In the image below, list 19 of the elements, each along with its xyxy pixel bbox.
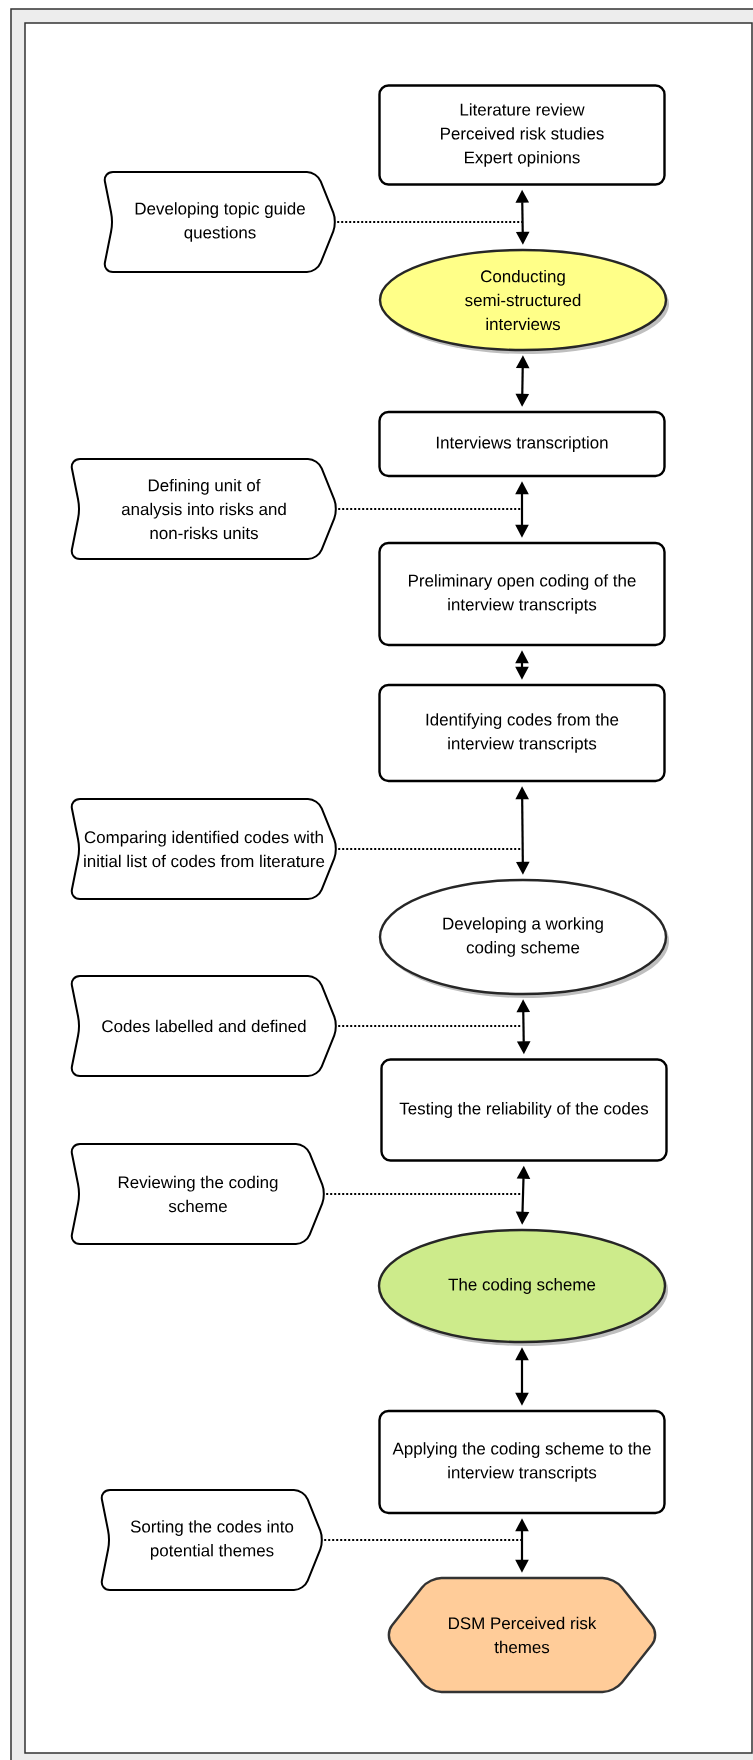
- note-tag: Reviewing the coding scheme: [70, 1143, 325, 1245]
- note-tag: Sorting the codes into potential themes: [100, 1489, 323, 1591]
- leader-line: [338, 1024, 522, 1028]
- process-box: Preliminary open coding of the interview transcripts: [378, 541, 666, 647]
- note-tag: Codes labelled and defined: [70, 975, 337, 1077]
- note-tag: Defining unit of analysis into risks and non-risks units: [70, 458, 337, 560]
- process-box: Testing the reliability of the codes: [380, 1058, 668, 1162]
- terminal-hexagon: DSM Perceived risk themes: [387, 1576, 657, 1694]
- process-box: Literature review Perceived risk studies Expert opinions: [378, 84, 666, 186]
- leader-line: [338, 847, 522, 851]
- note-tag: Developing topic guide questions: [103, 171, 336, 273]
- leader-line: [324, 1538, 522, 1542]
- process-box: Identifying codes from the interview transcripts: [378, 683, 666, 783]
- note-tag: Comparing identified codes with initial list of codes from literature: [70, 798, 337, 900]
- process-box: Applying the coding scheme to the interview transcripts: [378, 1409, 666, 1515]
- leader-line: [338, 507, 522, 511]
- process-box: Interviews transcription: [378, 410, 666, 478]
- leader-line: [326, 1192, 522, 1196]
- leader-line: [337, 220, 522, 224]
